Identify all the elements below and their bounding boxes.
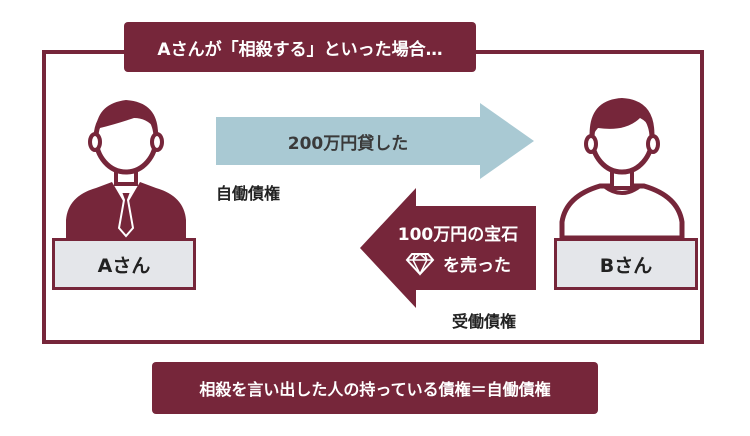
arrow-left-line2: を売った (443, 256, 511, 276)
arrow-right (216, 103, 534, 179)
arrow-right-label: 200万円貸した (216, 117, 480, 165)
title-text: Aさんが「相殺する」といった場合… (157, 39, 443, 60)
a-claim-text: 自働債権 (216, 184, 281, 203)
arrow-right-text: 200万円貸した (287, 133, 409, 154)
person-b-name-box: Bさん (554, 238, 698, 290)
arrow-left (360, 188, 536, 308)
diamond-icon (405, 252, 435, 276)
person-b-name: Bさん (599, 254, 653, 277)
arrow-left-label: 100万円の宝石 を売った (380, 206, 536, 290)
arrow-left-line1: 100万円の宝石 (397, 225, 519, 245)
conclusion-box: 相殺を言い出した人の持っている債権＝自働債権 (152, 362, 598, 414)
businessman-icon (66, 100, 186, 238)
arrow-left-line2-row: を売った (405, 251, 511, 276)
person-a-name-box: Aさん (52, 238, 196, 290)
conclusion-text: 相殺を言い出した人の持っている債権＝自働債権 (199, 380, 551, 399)
b-claim-text: 受働債権 (452, 312, 517, 331)
b-claim-label: 受働債権 (452, 308, 516, 332)
a-claim-label: 自働債権 (216, 180, 280, 204)
person-icon (559, 98, 685, 238)
title-banner: Aさんが「相殺する」といった場合… (124, 22, 476, 72)
person-a-name: Aさん (97, 254, 151, 277)
